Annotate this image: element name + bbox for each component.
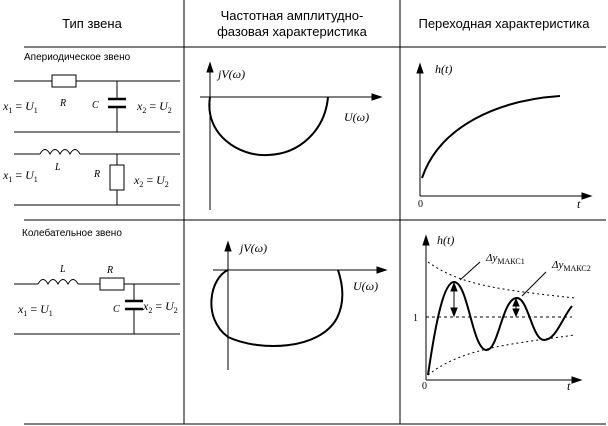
resistor-r [51,74,77,88]
freq1-curve [208,96,329,157]
oscillatory-frequency-plot: jV(ω) U(ω) [210,240,388,370]
inductor-l-2 [37,279,79,286]
step1-y-label: h(t) [435,62,452,76]
rlc-input: x1 = U1 [17,302,53,318]
header-cell-link-type: Тип звена [0,0,184,48]
freq1-y-label: jV(ω) [216,67,245,81]
freq2-y-label: jV(ω) [238,241,267,255]
step2-level-label: 1 [413,313,418,324]
freq1-y-arrow [206,61,214,73]
step2-x-arrow [571,376,583,384]
rlc-label-l: L [59,264,66,275]
rc-label-r: R [59,98,66,109]
step1-x-arrow [581,192,593,200]
rl-label-l: L [54,162,61,173]
header-cell-frequency: Частотная амплитудно- фазовая характерис… [184,0,400,48]
step1-origin: 0 [418,199,423,210]
rl-label-r: R [93,169,100,180]
rc-input: x1 = U1 [2,99,38,115]
rl-output: x2 = U2 [133,173,169,189]
step1-x-label: t [577,197,581,211]
oscillatory-step-plot: h(t) t 0 1 ΔyМАКС1 ΔyМАКС2 [413,233,591,393]
header-cell-step: Переходная характеристика [400,0,608,48]
step2-lower-envelope [427,334,576,376]
resistor-r-shunt [109,164,125,191]
step2-dy2-leader [521,271,547,297]
row1-title: Апериодическое звено [24,52,131,63]
rc-output: x2 = U2 [136,99,172,115]
step1-curve [421,95,561,179]
rlc-label-r: R [106,265,113,276]
freq1-x-label: U(ω) [344,110,369,124]
header-step: Переходная характеристика [418,16,590,31]
step1-y-arrow [416,62,424,74]
header-link-type: Тип звена [62,16,122,31]
rlc-output: x2 = U2 [142,299,178,315]
step2-x-label: t [567,379,571,393]
freq1-x-arrow [371,93,383,101]
aperiodic-step-plot: h(t) t 0 [416,62,593,211]
step2-y-arrow [422,234,430,246]
rlc-circuit: L R C x1 = U1 x2 = U2 [14,264,180,335]
row2-title: Колебательное звено [22,228,122,239]
table-grid [24,0,606,425]
rc-circuit: R C x1 = U1 x2 = U2 [2,74,180,133]
rl-circuit: L R x1 = U1 x2 = U2 [2,149,180,206]
freq2-x-label: U(ω) [353,279,378,293]
inductor-l [39,149,81,156]
resistor-r-2 [99,277,125,291]
freq2-y-arrow [224,240,232,252]
rlc-label-c: C [113,304,120,315]
freq2-curve [210,269,344,347]
header-frequency-line1: Частотная амплитудно- [220,8,364,23]
rc-label-c: C [92,100,99,111]
rl-input: x1 = U1 [2,168,38,184]
step2-curve [427,280,573,376]
step2-origin: 0 [422,381,427,392]
step2-dy2-label: ΔyМАКС2 [551,259,591,273]
aperiodic-frequency-plot: jV(ω) U(ω) [200,61,383,210]
freq2-x-arrow [376,266,388,274]
header-frequency-line2: фазовая характеристика [217,24,367,39]
step2-dy1-label: ΔyМАКС1 [485,252,525,266]
step2-y-label: h(t) [437,233,454,247]
step2-dy1-leader [459,261,481,281]
